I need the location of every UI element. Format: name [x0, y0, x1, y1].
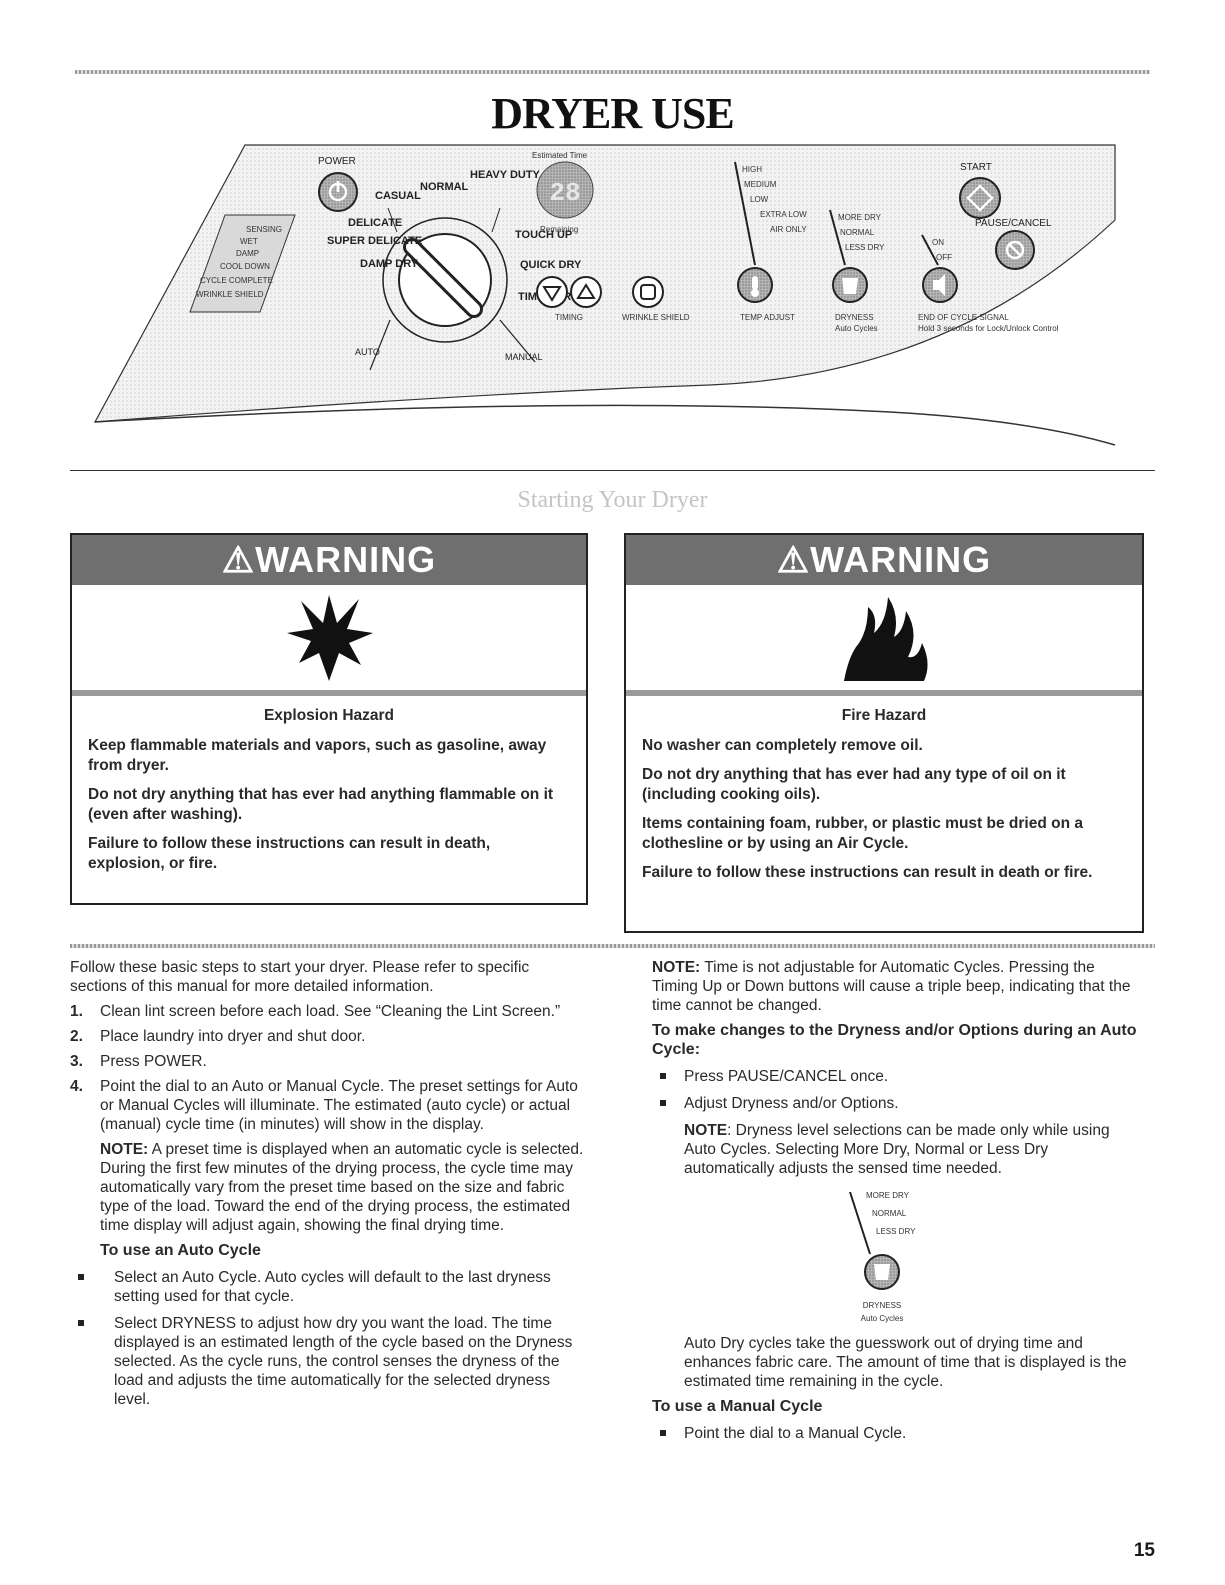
signal-on: ON	[932, 238, 944, 247]
signal-sub: Hold 3 seconds for Lock/Unlock Control	[918, 324, 1059, 333]
fire-icon	[626, 585, 1142, 696]
temp-low: LOW	[750, 195, 769, 204]
warning-line: Failure to follow these instructions can…	[88, 835, 491, 872]
dryness-less-dry: LESS DRY	[876, 1227, 916, 1236]
warning-triangle-icon: ⚠	[221, 539, 256, 580]
temp-adjust-button[interactable]	[737, 267, 773, 303]
section-title: Starting Your Dryer	[517, 487, 708, 513]
warning-line: Do not dry anything that has ever had an…	[88, 786, 554, 823]
fire-hazard-title: Fire Hazard	[841, 707, 927, 724]
start-label: START	[960, 162, 992, 173]
dryness-more-dry: MORE DRY	[838, 213, 882, 222]
dryness-normal: NORMAL	[872, 1209, 907, 1218]
dryness-more-dry: MORE DRY	[866, 1191, 910, 1200]
dryness-button[interactable]	[864, 1254, 900, 1290]
cycle-quick-dry: QUICK DRY	[520, 259, 582, 271]
dryness-label: DRYNESS	[863, 1301, 902, 1310]
temp-air-only: AIR ONLY	[770, 225, 807, 234]
bullet-item: Select DRYNESS to adjust how dry you wan…	[70, 1314, 590, 1409]
cycle-heavy-duty: HEAVY DUTY	[470, 169, 541, 181]
cycle-super-delicate: SUPER DELICATE	[327, 235, 422, 247]
bullet-item: Select an Auto Cycle. Auto cycles will d…	[70, 1268, 590, 1306]
section-divider	[70, 470, 1155, 471]
left-column: Follow these basic steps to start your d…	[70, 958, 590, 1417]
explosion-warning-box: ⚠WARNING Explosion Hazard Keep flammable…	[70, 533, 588, 905]
page-title: DRYER USE	[491, 89, 735, 138]
explosion-icon	[72, 585, 586, 696]
end-of-cycle-signal-button[interactable]	[922, 267, 958, 303]
warning-line: Items containing foam, rubber, or plasti…	[642, 815, 1083, 852]
dryness-normal: NORMAL	[840, 228, 875, 237]
timing-down-button[interactable]	[536, 276, 568, 308]
status-wet: WET	[240, 237, 258, 246]
auto-dry-paragraph: Auto Dry cycles take the guesswork out o…	[684, 1335, 1127, 1390]
status-wrinkle-shield: WRINKLE SHIELD	[196, 290, 264, 299]
time-display: 28	[536, 161, 594, 219]
timing-up-button[interactable]	[570, 276, 602, 308]
signal-label: END OF CYCLE SIGNAL	[918, 313, 1009, 322]
svg-text:28: 28	[549, 178, 580, 208]
mid-rule	[70, 944, 1155, 948]
pause-cancel-label: PAUSE/CANCEL	[975, 218, 1052, 229]
warning-line: Failure to follow these instructions can…	[642, 864, 1093, 881]
cycle-normal: NORMAL	[420, 181, 469, 193]
dryness-button[interactable]	[832, 267, 868, 303]
dryness-note: NOTE: Dryness level selections can be ma…	[684, 1122, 1110, 1177]
warning-triangle-icon: ⚠	[776, 539, 811, 580]
right-column: NOTE: Time is not adjustable for Automat…	[652, 958, 1142, 1451]
remaining-label: Remaining	[540, 225, 578, 234]
dryness-less-dry: LESS DRY	[845, 243, 885, 252]
status-sensing: SENSING	[246, 225, 282, 234]
warning-line: Keep flammable materials and vapors, suc…	[88, 737, 547, 774]
cycle-touch-up: TOUCH UP	[515, 229, 572, 241]
pause-cancel-button[interactable]	[995, 230, 1035, 270]
cycle-casual: CASUAL	[375, 190, 421, 202]
power-button[interactable]	[318, 172, 358, 212]
intro-paragraph: Follow these basic steps to start your d…	[70, 959, 530, 995]
dryness-selector-figure: MORE DRY NORMAL LESS DRY DRYNESS Auto Cy…	[652, 1184, 1142, 1334]
start-button[interactable]	[959, 177, 1001, 219]
bullet-item: Press PAUSE/CANCEL once.	[652, 1067, 1142, 1086]
temp-medium: MEDIUM	[744, 180, 777, 189]
warning-line: No washer can completely remove oil.	[642, 737, 923, 754]
status-damp: DAMP	[236, 249, 259, 258]
auto-cycle-heading: To use an Auto Cycle	[100, 1242, 261, 1259]
step-item: 3.Press POWER.	[70, 1053, 207, 1070]
step-item: 2.Place laundry into dryer and shut door…	[70, 1028, 366, 1045]
wrinkle-shield-button[interactable]	[632, 276, 664, 308]
dryness-panel-label: DRYNESS	[835, 313, 874, 322]
warning-heading: ⚠WARNING	[626, 535, 1142, 585]
manual-label: MANUAL	[505, 352, 543, 362]
temp-extra-low: EXTRA LOW	[760, 210, 807, 219]
step-item: 1.Clean lint screen before each load. Se…	[70, 1003, 561, 1020]
warning-line: Do not dry anything that has ever had an…	[642, 766, 1066, 803]
cycle-damp-dry: DAMP DRY	[360, 258, 419, 270]
temp-high: HIGH	[742, 165, 762, 174]
fire-warning-box: ⚠WARNING Fire Hazard No washer can compl…	[624, 533, 1144, 933]
temp-adjust-label: TEMP ADJUST	[740, 313, 795, 322]
bullet-item: Point the dial to a Manual Cycle.	[652, 1424, 1142, 1443]
bullet-item: Adjust Dryness and/or Options.	[652, 1094, 1142, 1113]
warning-heading: ⚠WARNING	[72, 535, 586, 585]
top-rule	[75, 70, 1150, 74]
dryness-panel-sub: Auto Cycles	[835, 324, 878, 333]
step-item: 4.Point the dial to an Auto or Manual Cy…	[70, 1078, 578, 1133]
page-number: 15	[1133, 1540, 1155, 1561]
status-cycle-complete: CYCLE COMPLETE	[200, 276, 273, 285]
dryness-sub-label: Auto Cycles	[861, 1314, 904, 1323]
manual-cycle-heading: To use a Manual Cycle	[652, 1398, 823, 1415]
time-note: NOTE: Time is not adjustable for Automat…	[652, 959, 1131, 1014]
signal-off: OFF	[936, 253, 952, 262]
estimated-time-label: Estimated Time	[532, 151, 588, 160]
auto-label: AUTO	[355, 347, 380, 357]
status-cool-down: COOL DOWN	[220, 262, 270, 271]
cycle-delicate: DELICATE	[348, 217, 402, 229]
explosion-hazard-title: Explosion Hazard	[263, 707, 395, 724]
control-panel-illustration: SENSING WET DAMP COOL DOWN CYCLE COMPLET…	[70, 140, 1155, 470]
preset-note: NOTE: A preset time is displayed when an…	[100, 1141, 584, 1234]
power-label: POWER	[318, 156, 356, 167]
dryness-changes-heading: To make changes to the Dryness and/or Op…	[652, 1022, 1137, 1058]
timing-label: TIMING	[555, 313, 583, 322]
wrinkle-shield-label: WRINKLE SHIELD	[622, 313, 690, 322]
